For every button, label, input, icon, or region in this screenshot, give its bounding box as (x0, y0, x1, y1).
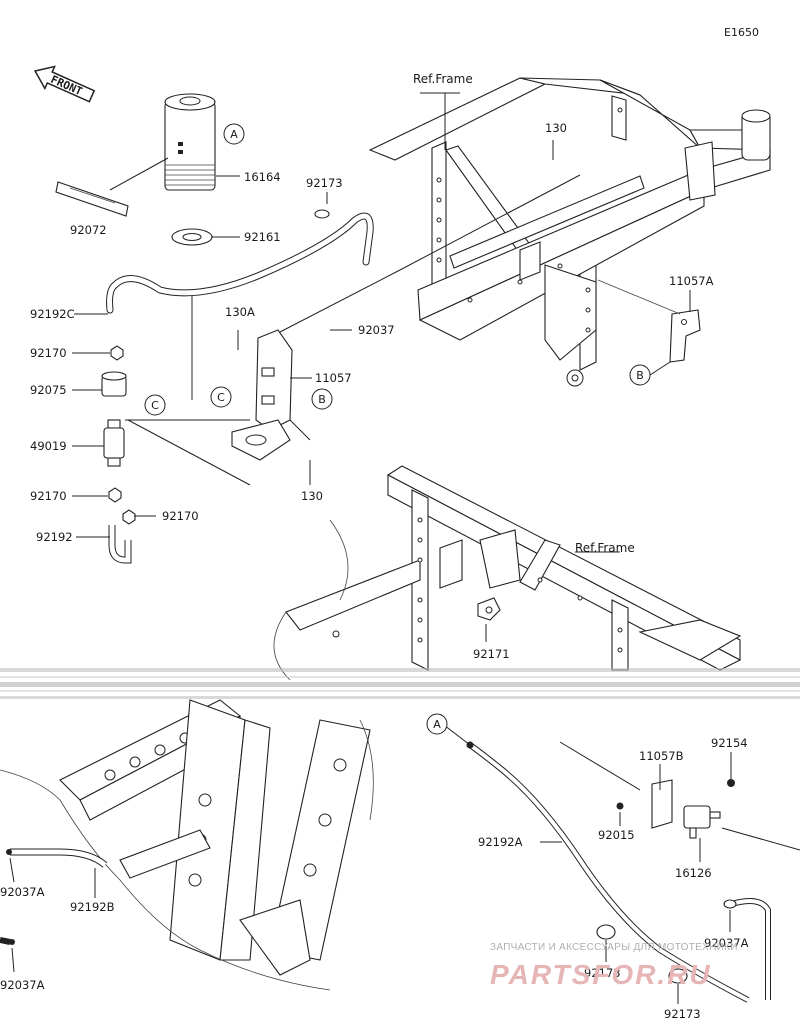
label-92192: 92192 (36, 530, 73, 544)
diagram-code: E1650 (724, 26, 759, 39)
front-label: FRONT (49, 73, 85, 98)
clamps-92173-bottom (596, 899, 737, 984)
callout-a-bottom: A (426, 713, 448, 735)
torn-edge-band (0, 668, 800, 699)
svg-text:C: C (217, 391, 225, 404)
filter-assembly (101, 345, 136, 564)
label-11057B: 11057B (639, 749, 684, 763)
strap-92072 (55, 181, 129, 217)
lower-left-frame (0, 699, 374, 991)
label-130-bottom: 130 (301, 489, 323, 503)
label-92170-c: 92170 (162, 509, 199, 523)
svg-text:B: B (318, 393, 326, 406)
label-16126: 16126 (675, 866, 712, 880)
label-130-top: 130 (545, 121, 567, 135)
label-92161: 92161 (244, 230, 281, 244)
label-130A: 130A (225, 305, 255, 319)
label-92072: 92072 (70, 223, 107, 237)
label-92075: 92075 (30, 383, 67, 397)
label-92173-bottom-right: 92173 (664, 1007, 701, 1021)
label-92170-b: 92170 (30, 489, 67, 503)
upper-frame (368, 77, 771, 387)
label-11057: 11057 (315, 371, 352, 385)
label-92170-a: 92170 (30, 346, 67, 360)
svg-text:A: A (230, 128, 238, 141)
label-49019: 49019 (30, 439, 67, 453)
label-92173-top: 92173 (306, 176, 343, 190)
watermark-subtitle: ЗАПЧАСТИ И АКСЕССУАРЫ ДЛЯ МОТОТЕХНИКИ (490, 942, 738, 953)
label-92192A: 92192A (478, 835, 523, 849)
watermark-logo: PARTSFOR.RU (490, 959, 712, 990)
label-92192C: 92192C (30, 307, 75, 321)
callout-c-bracket: C (210, 386, 232, 408)
label-11057A: 11057A (669, 274, 714, 288)
label-92192B: 92192B (70, 900, 115, 914)
label-92037A-left-bottom: 92037A (0, 978, 45, 992)
svg-text:B: B (636, 369, 644, 382)
svg-text:A: A (433, 718, 441, 731)
ring-92161 (171, 228, 213, 246)
callout-b-bracket: B (311, 388, 333, 410)
bracket-11057 (231, 329, 311, 461)
leader-lines (72, 92, 691, 642)
callout-b-frame: B (629, 364, 651, 386)
ref-frame-lower-label: Ref.Frame (575, 541, 635, 555)
label-92037A-right: 92037A (704, 936, 749, 950)
ref-frame-upper-label: Ref.Frame (413, 72, 473, 86)
label-92171: 92171 (473, 647, 510, 661)
clamp-92173-top (314, 209, 330, 219)
canister-16164 (164, 93, 216, 191)
valve-16126 (466, 741, 735, 839)
label-92037A-left-top: 92037A (0, 885, 45, 899)
label-92173-bottom-left: 92173 (584, 966, 621, 980)
label-16164: 16164 (244, 170, 281, 184)
hose-92192C (106, 212, 374, 314)
callout-c-filter: C (144, 394, 166, 416)
label-92154: 92154 (711, 736, 748, 750)
front-arrow-icon: FRONT (33, 65, 96, 103)
label-92015: 92015 (598, 828, 635, 842)
lower-leader-lines (9, 721, 800, 1004)
callout-a-top: A (223, 123, 245, 145)
label-92037: 92037 (358, 323, 395, 337)
svg-text:C: C (151, 399, 159, 412)
